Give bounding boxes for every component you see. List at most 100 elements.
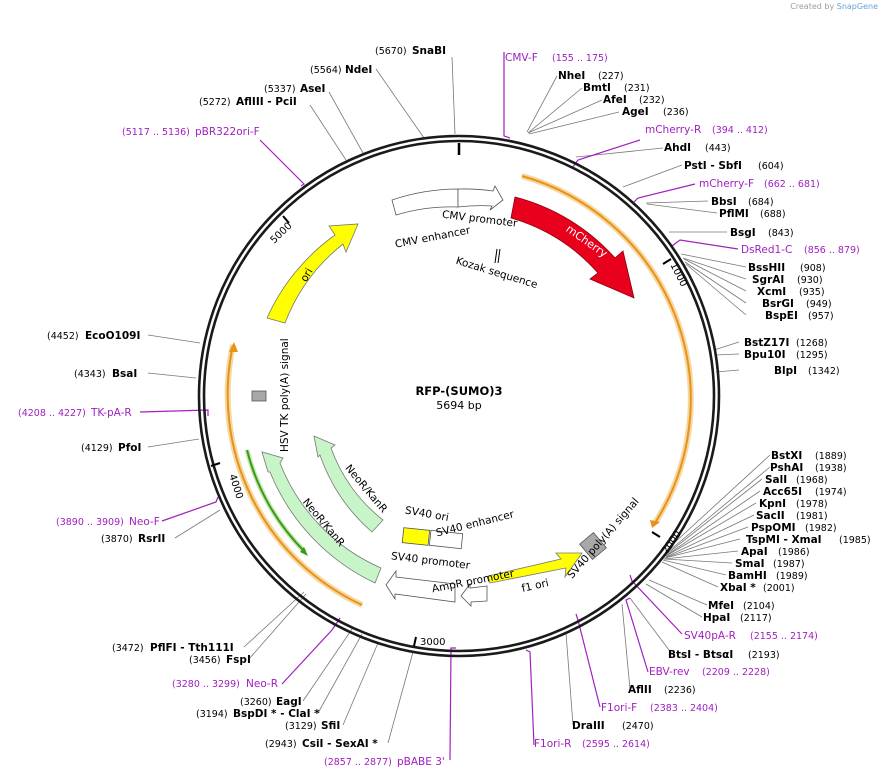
site-pos: (5670) [375, 46, 407, 57]
site-pos: (4129) [81, 443, 113, 454]
site-pos: (5272) [199, 97, 231, 108]
site-label: Acc65I [763, 486, 802, 498]
site-pos: (232) [639, 95, 665, 106]
site-pos: (604) [758, 161, 784, 172]
backbone-outer [197, 134, 721, 658]
site-label: PfoI [118, 442, 141, 454]
site-label: SnaBI [412, 45, 446, 57]
snapgene-credit: Created by SnapGene [790, 2, 878, 11]
primer-range: (2209 .. 2228) [702, 667, 770, 678]
site-pos: (5337) [264, 84, 296, 95]
site-pos: (1938) [815, 463, 847, 474]
primer-label: pBR322ori-F [195, 126, 260, 138]
site-label: XcmI [757, 286, 786, 298]
site-label: BamHI [728, 570, 767, 582]
site-pos: (1989) [776, 571, 808, 582]
site-label: CsiI - SexAI * [302, 738, 378, 750]
site-label: SmaI [735, 558, 765, 570]
primer-label: F1ori-F [601, 702, 637, 714]
site-pos: (5564) [310, 65, 342, 76]
cmv-enhancer-label: CMV enhancer [394, 224, 472, 250]
site-label: BstZ17I [744, 337, 789, 349]
site-label: AgeI [622, 106, 649, 118]
f1-ori-feature [487, 552, 583, 584]
site-label: BmtI [583, 82, 611, 94]
site-pos: (684) [748, 197, 774, 208]
site-label: PshAI [770, 462, 803, 474]
site-pos: (1985) [839, 535, 871, 546]
site-pos: (4452) [47, 331, 79, 342]
primer-label: pBABE 3' [397, 756, 445, 768]
site-pos: (1974) [815, 487, 847, 498]
site-pos: (3472) [112, 643, 144, 654]
site-label: DraIII [572, 720, 605, 732]
primer-label: TK-pA-R [90, 407, 132, 419]
hsv-tk-polya-label: HSV TK poly(A) signal [279, 338, 291, 452]
primer-label: F1ori-R [534, 738, 571, 750]
map-leaders [147, 56, 771, 744]
site-label: BstXI [771, 450, 802, 462]
primer-markers [139, 52, 739, 761]
site-label: BsrGI [762, 298, 794, 310]
site-label: SgrAI [752, 274, 784, 286]
site-pos: (3260) [240, 697, 272, 708]
orf-indicators [224, 173, 694, 608]
site-pos: (2001) [763, 583, 795, 594]
primer-labels: CMV-F (155 .. 175) (5117 .. 5136) pBR322… [18, 52, 860, 768]
site-pos: (688) [760, 209, 786, 220]
site-pos: (1295) [796, 350, 828, 361]
site-label: KpnI [759, 498, 786, 510]
neo-kan-feature-1 [313, 435, 384, 533]
site-pos: (1342) [808, 366, 840, 377]
primer-label: Neo-F [129, 516, 160, 528]
site-label: XbaI * [720, 582, 756, 594]
site-pos: (4343) [74, 369, 106, 380]
site-pos: (3194) [196, 709, 228, 720]
site-label: ApaI [741, 546, 768, 558]
site-label: PspOMI [751, 522, 796, 534]
primer-range: (2595 .. 2614) [582, 739, 650, 750]
primer-label: mCherry-F [699, 178, 754, 190]
site-label: BspEI [765, 310, 798, 322]
site-pos: (1982) [805, 523, 837, 534]
site-label: PstI - SbfI [684, 160, 742, 172]
primer-range: (155 .. 175) [552, 53, 608, 64]
tick-5000: 5000 [269, 221, 295, 247]
site-pos: (843) [768, 228, 794, 239]
site-label: Bpu10I [744, 349, 786, 361]
site-label: AflII [628, 684, 652, 696]
site-pos: (2104) [743, 601, 775, 612]
site-label: SacII [756, 510, 785, 522]
primer-label: DsRed1-C [741, 244, 792, 256]
primer-range: (5117 .. 5136) [122, 127, 190, 138]
site-pos: (930) [797, 275, 823, 286]
site-label: HpaI [703, 612, 730, 624]
hsv-tk-polya-feature [251, 390, 267, 402]
primer-label: Neo-R [246, 678, 278, 690]
site-label: BsaI [112, 368, 137, 380]
primer-label: SV40pA-R [684, 630, 736, 642]
site-label: BspDI * - ClaI * [233, 708, 320, 720]
site-pos: (957) [808, 311, 834, 322]
tick-1000: 1000 [667, 261, 688, 289]
site-pos: (1981) [796, 511, 828, 522]
primer-range: (2857 .. 2877) [324, 757, 392, 768]
site-pos: (3870) [101, 534, 133, 545]
site-pos: (1987) [773, 559, 805, 570]
site-label: EcoO109I [85, 330, 140, 342]
site-pos: (1889) [815, 451, 847, 462]
restriction-sites: (5670) SnaBI (5564) NdeI (5337) AseI (52… [47, 45, 871, 750]
site-pos: (2193) [748, 650, 780, 661]
site-pos: (2470) [622, 721, 654, 732]
site-pos: (236) [663, 107, 689, 118]
primer-range: (394 .. 412) [712, 125, 768, 136]
plasmid-name: RFP-(SUMO)3 [415, 384, 502, 398]
site-label: NheI [558, 70, 585, 82]
site-label: AfeI [603, 94, 627, 106]
site-pos: (1968) [796, 475, 828, 486]
site-label: RsrII [138, 533, 165, 545]
primer-label: EBV-rev [649, 666, 690, 678]
site-pos: (949) [806, 299, 832, 310]
site-label: PflMI [719, 208, 749, 220]
